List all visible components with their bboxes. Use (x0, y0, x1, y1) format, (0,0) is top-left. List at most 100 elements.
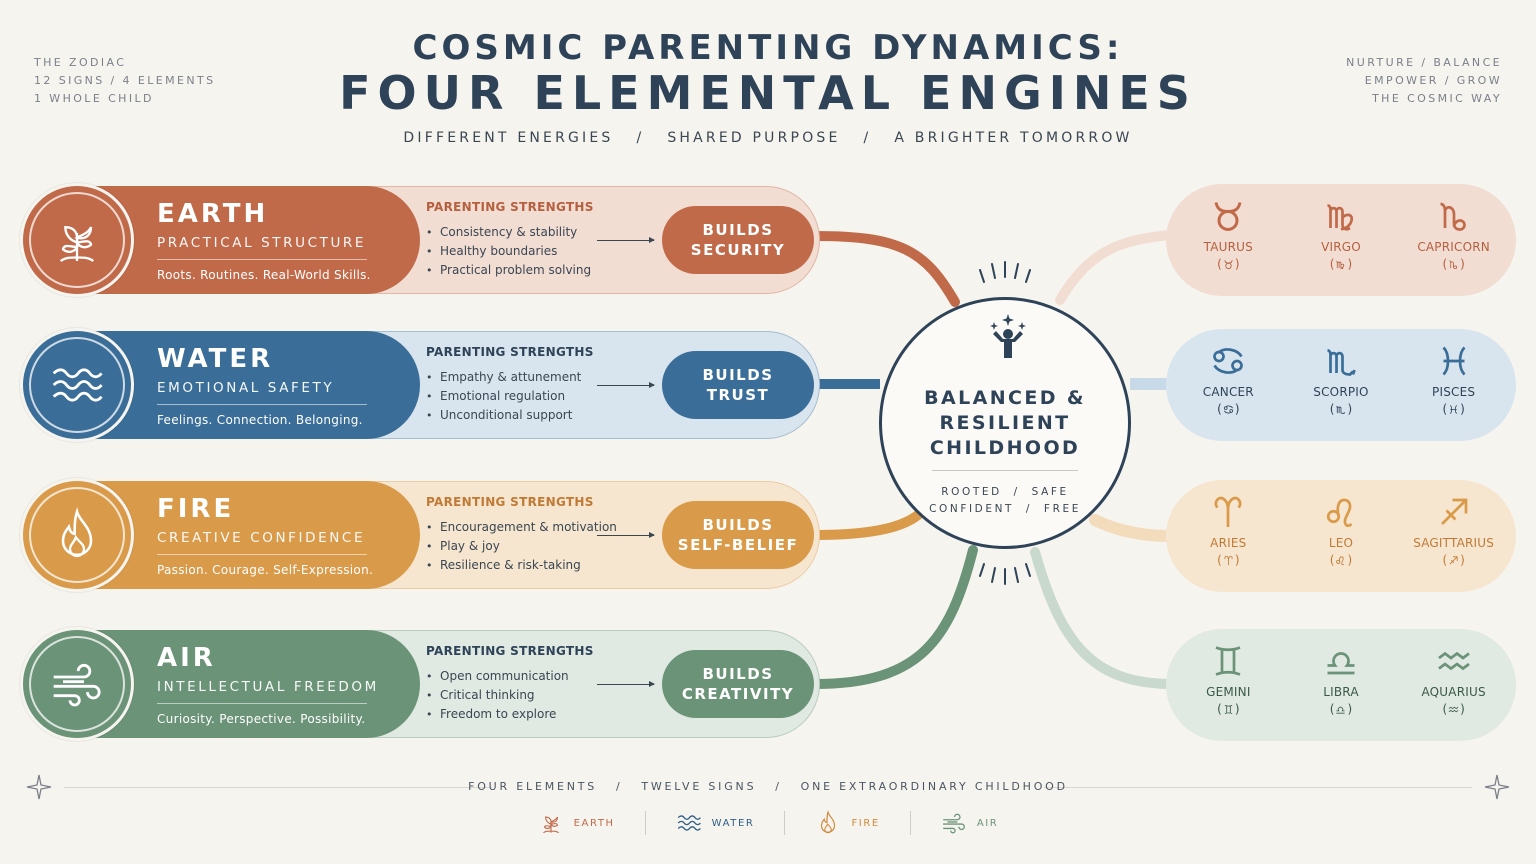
center-hub: BALANCED & RESILIENT CHILDHOOD ROOTED / … (879, 297, 1131, 549)
paren-close: ) (1347, 402, 1353, 416)
wind-icon (49, 656, 105, 712)
zodiac-sign-virgo: VIRGO ( ) (1291, 184, 1391, 296)
child-joy-icon (990, 314, 1026, 358)
element-tagline: Curiosity. Perspective. Possibility. (157, 712, 366, 726)
paren-close: ) (1460, 553, 1465, 567)
wind-icon (941, 810, 967, 836)
element-row-water: WATER EMOTIONAL SAFETY Feelings. Connect… (20, 328, 820, 442)
element-divider (157, 404, 367, 405)
sagittarius-icon (1436, 494, 1472, 530)
pisces-icon (1436, 343, 1472, 379)
element-name: FIRE (157, 494, 235, 524)
paren-close: ) (1234, 702, 1240, 716)
center-subtitle-line: ROOTED / SAFE (941, 486, 1069, 498)
zodiac-signs-water: CANCER ( ) SCORPIO ( ) PISCES ( ) (1166, 329, 1516, 441)
builds-line: TRUST (706, 386, 770, 404)
paren-open: ( (1217, 553, 1222, 567)
builds-text: BUILDS CREATIVITY (682, 664, 794, 704)
ray-marks-bottom (979, 563, 1031, 585)
element-text: AIR INTELLECTUAL FREEDOM Curiosity. Pers… (157, 643, 379, 726)
paren-open: ( (1329, 553, 1335, 567)
sign-symbol: ( ) (1291, 702, 1391, 716)
zodiac-sign-scorpio: SCORPIO ( ) (1291, 329, 1391, 441)
legend-air: AIR (911, 810, 1029, 836)
connector-earth-right (1055, 230, 1175, 305)
scorpio-small-icon (1335, 404, 1346, 415)
strength-item: Empathy & attunement (426, 368, 594, 387)
parenting-strengths: PARENTING STRENGTHS Consistency & stabil… (426, 200, 594, 280)
paren-close: ) (1460, 702, 1465, 716)
paren-open: ( (1442, 553, 1448, 567)
legend-water: WATER (646, 810, 785, 836)
element-badge (20, 627, 134, 741)
aries-icon (1210, 494, 1246, 530)
zodiac-signs-earth: TAURUS ( ) VIRGO ( ) CAPRICORN ( ) (1166, 184, 1516, 296)
sign-name: TAURUS (1203, 240, 1253, 254)
scorpio-icon (1323, 343, 1359, 379)
element-tagline: Feelings. Connection. Belonging. (157, 413, 363, 427)
strengths-heading: PARENTING STRENGTHS (426, 644, 594, 658)
element-tagline: Passion. Courage. Self-Expression. (157, 563, 374, 577)
element-subtitle: INTELLECTUAL FREEDOM (157, 679, 379, 695)
corner-right-text: NURTURE / BALANCE EMPOWER / GROW THE COS… (1346, 54, 1502, 108)
zodiac-signs-fire: ARIES ( ) LEO ( ) SAGITTARIUS ( ) (1166, 480, 1516, 592)
leo-small-icon (1335, 555, 1346, 566)
legend-label: AIR (976, 817, 999, 829)
sign-symbol: ( ) (1291, 257, 1391, 271)
center-title-line: BALANCED & (924, 387, 1086, 409)
builds-text: BUILDS SELF-BELIEF (678, 515, 798, 555)
virgo-small-icon (1335, 259, 1346, 270)
center-subtitle: ROOTED / SAFE CONFIDENT / FREE (882, 484, 1128, 518)
capricorn-icon (1436, 198, 1472, 234)
strengths-heading: PARENTING STRENGTHS (426, 345, 594, 359)
center-subtitle-line: CONFIDENT / FREE (929, 503, 1081, 515)
gemini-icon (1210, 643, 1246, 679)
strength-item: Play & joy (426, 537, 617, 556)
builds-badge: BUILDS CREATIVITY (662, 650, 814, 718)
center-title: BALANCED & RESILIENT CHILDHOOD (882, 386, 1128, 461)
paren-open: ( (1329, 257, 1335, 271)
paren-close: ) (1460, 257, 1465, 271)
element-badge-ring (29, 192, 125, 288)
gemini-small-icon (1223, 704, 1234, 715)
element-text: EARTH PRACTICAL STRUCTURE Roots. Routine… (157, 199, 371, 282)
footer-rule-right (1044, 787, 1472, 788)
zodiac-sign-gemini: GEMINI ( ) (1178, 629, 1278, 741)
paren-open: ( (1329, 702, 1335, 716)
legend-separator (644, 811, 646, 835)
element-subtitle: PRACTICAL STRUCTURE (157, 235, 367, 251)
paren-open: ( (1217, 257, 1222, 271)
ray-marks-top (979, 261, 1031, 283)
element-banner (80, 630, 420, 738)
zodiac-sign-leo: LEO ( ) (1291, 480, 1391, 592)
paren-close: ) (1347, 257, 1353, 271)
parenting-strengths: PARENTING STRENGTHS Empathy & attunement… (426, 345, 594, 425)
element-badge-ring (29, 337, 125, 433)
cancer-small-icon (1223, 404, 1234, 415)
corner-right-line: THE COSMIC WAY (1372, 92, 1502, 105)
strength-item: Encouragement & motivation (426, 518, 617, 537)
sign-name: CANCER (1202, 385, 1254, 399)
builds-line: BUILDS (702, 221, 774, 239)
cancer-icon (1210, 343, 1246, 379)
sign-symbol: ( ) (1178, 402, 1278, 416)
builds-line: CREATIVITY (681, 685, 795, 703)
zodiac-sign-libra: LIBRA ( ) (1291, 629, 1391, 741)
element-banner (80, 186, 420, 294)
zodiac-sign-aries: ARIES ( ) (1178, 480, 1278, 592)
aquarius-icon (1436, 643, 1472, 679)
virgo-icon (1323, 198, 1359, 234)
flame-icon (815, 810, 841, 836)
builds-text: BUILDS SECURITY (691, 220, 785, 260)
sparkle-right-icon (1484, 774, 1510, 800)
waves-icon (676, 810, 702, 836)
sign-symbol: ( ) (1404, 702, 1504, 716)
paren-open: ( (1442, 702, 1448, 716)
element-banner (80, 331, 420, 439)
sign-name: ARIES (1210, 536, 1247, 550)
element-subtitle: EMOTIONAL SAFETY (157, 380, 335, 396)
sign-symbol: ( ) (1178, 702, 1278, 716)
sign-name: PISCES (1432, 385, 1476, 399)
builds-line: SELF-BELIEF (677, 536, 799, 554)
